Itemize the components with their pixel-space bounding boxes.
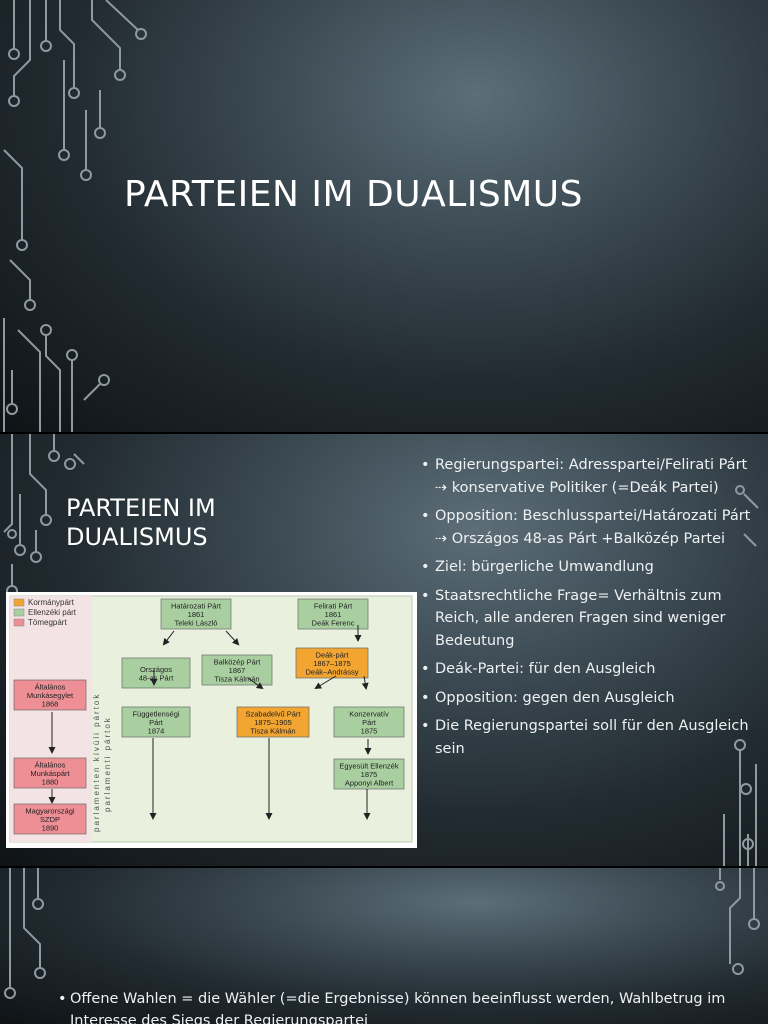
party-box-text: Apponyi Albert — [345, 779, 394, 788]
party-box-text: 1875–1905 — [254, 718, 292, 727]
party-box-text: Szabadelvű Párt — [245, 710, 301, 719]
bullet-item: Staatsrechtliche Frage= Verhältnis zum R… — [421, 585, 751, 653]
party-box-text: 1867–1875 — [313, 659, 351, 668]
bullet-list: Regierungspartei: Adresspartei/Felirati … — [421, 454, 751, 766]
party-box-text: Deák-párt — [316, 651, 350, 660]
party-box-text: Országos — [140, 665, 172, 674]
circuit-decoration — [3, 0, 147, 432]
party-box-text: SZDP — [40, 815, 60, 824]
diagram-arrows — [48, 625, 372, 820]
bullet-item: Offene Wahlen = die Wähler (=die Ergebni… — [58, 988, 758, 1024]
party-box-text: 1890 — [42, 824, 59, 833]
bullet-item: Opposition: Beschlusspartei/Határozati P… — [421, 505, 751, 550]
slide-title: PARTEIEN IM DUALISMUS — [66, 494, 216, 551]
party-box-text: 1875 — [361, 727, 378, 736]
bullet-item: Regierungspartei: Adresspartei/Felirati … — [421, 454, 751, 499]
party-box-text: Magyarországi — [25, 807, 75, 816]
circuit-decoration — [4, 868, 760, 999]
party-box-text: Teleki László — [175, 619, 218, 628]
party-box-text: 1868 — [42, 700, 59, 709]
bullet-list: Offene Wahlen = die Wähler (=die Ergebni… — [58, 988, 758, 1024]
party-box-text: Párt — [149, 718, 164, 727]
party-box-text: Függetlenségi — [132, 710, 179, 719]
vertical-label: parlamenten kívüli pártok — [92, 693, 101, 832]
bullet-item: Opposition: gegen den Ausgleich — [421, 687, 751, 710]
party-box-text: Konzervatív — [349, 710, 389, 719]
legend-label: Kormánypárt — [28, 598, 75, 607]
vertical-label: parlamenti pártok — [103, 716, 112, 812]
party-box-text: Tisza Kálmán — [250, 727, 295, 736]
legend-label: Ellenzéki párt — [28, 608, 77, 617]
party-box-text: Deák Ferenc — [312, 619, 355, 628]
legend-label: Tömegpárt — [28, 618, 67, 627]
party-box-text: Felirati Párt — [314, 602, 353, 611]
party-diagram: Kormánypárt Ellenzéki párt Tömegpárt par… — [6, 592, 417, 848]
bullet-item: Die Regierungspartei soll für den Ausgle… — [421, 715, 751, 760]
diagram-legend: Kormánypárt Ellenzéki párt Tömegpárt — [13, 598, 77, 627]
content-slide-3: Offene Wahlen = die Wähler (=die Ergebni… — [0, 868, 768, 1024]
party-box-text: Általános — [35, 683, 66, 692]
slide-title: PARTEIEN IM DUALISMUS — [124, 174, 584, 215]
party-box-text: Deák–Andrássy — [306, 668, 359, 677]
content-slide: PARTEIEN IM DUALISMUS Kormánypárt Ellenz… — [0, 434, 768, 866]
party-box-text: Munkáspárt — [30, 769, 70, 778]
party-box-text: Párt — [362, 718, 377, 727]
party-box-text: Határozati Párt — [171, 602, 222, 611]
title-slide: PARTEIEN IM DUALISMUS — [0, 0, 768, 432]
party-box-text: 48-as Párt — [139, 673, 175, 682]
bullet-item: Deák-Partei: für den Ausgleich — [421, 658, 751, 681]
party-box-text: Egyesült Ellenzék — [339, 762, 398, 771]
party-box-text: 1861 — [188, 610, 205, 619]
party-box-text: Munkásegylet — [27, 691, 74, 700]
bullet-item: Ziel: bürgerliche Umwandlung — [421, 556, 751, 579]
party-box-text: Tisza Kálmán — [214, 675, 259, 684]
party-box-text: 1875 — [361, 770, 378, 779]
party-box-text: 1874 — [148, 727, 165, 736]
party-box-text: Általános — [35, 761, 66, 770]
party-box-text: 1861 — [325, 610, 342, 619]
party-box-text: Balközép Párt — [214, 658, 262, 667]
party-box-text: 1880 — [42, 778, 59, 787]
party-box-text: 1867 — [229, 666, 246, 675]
